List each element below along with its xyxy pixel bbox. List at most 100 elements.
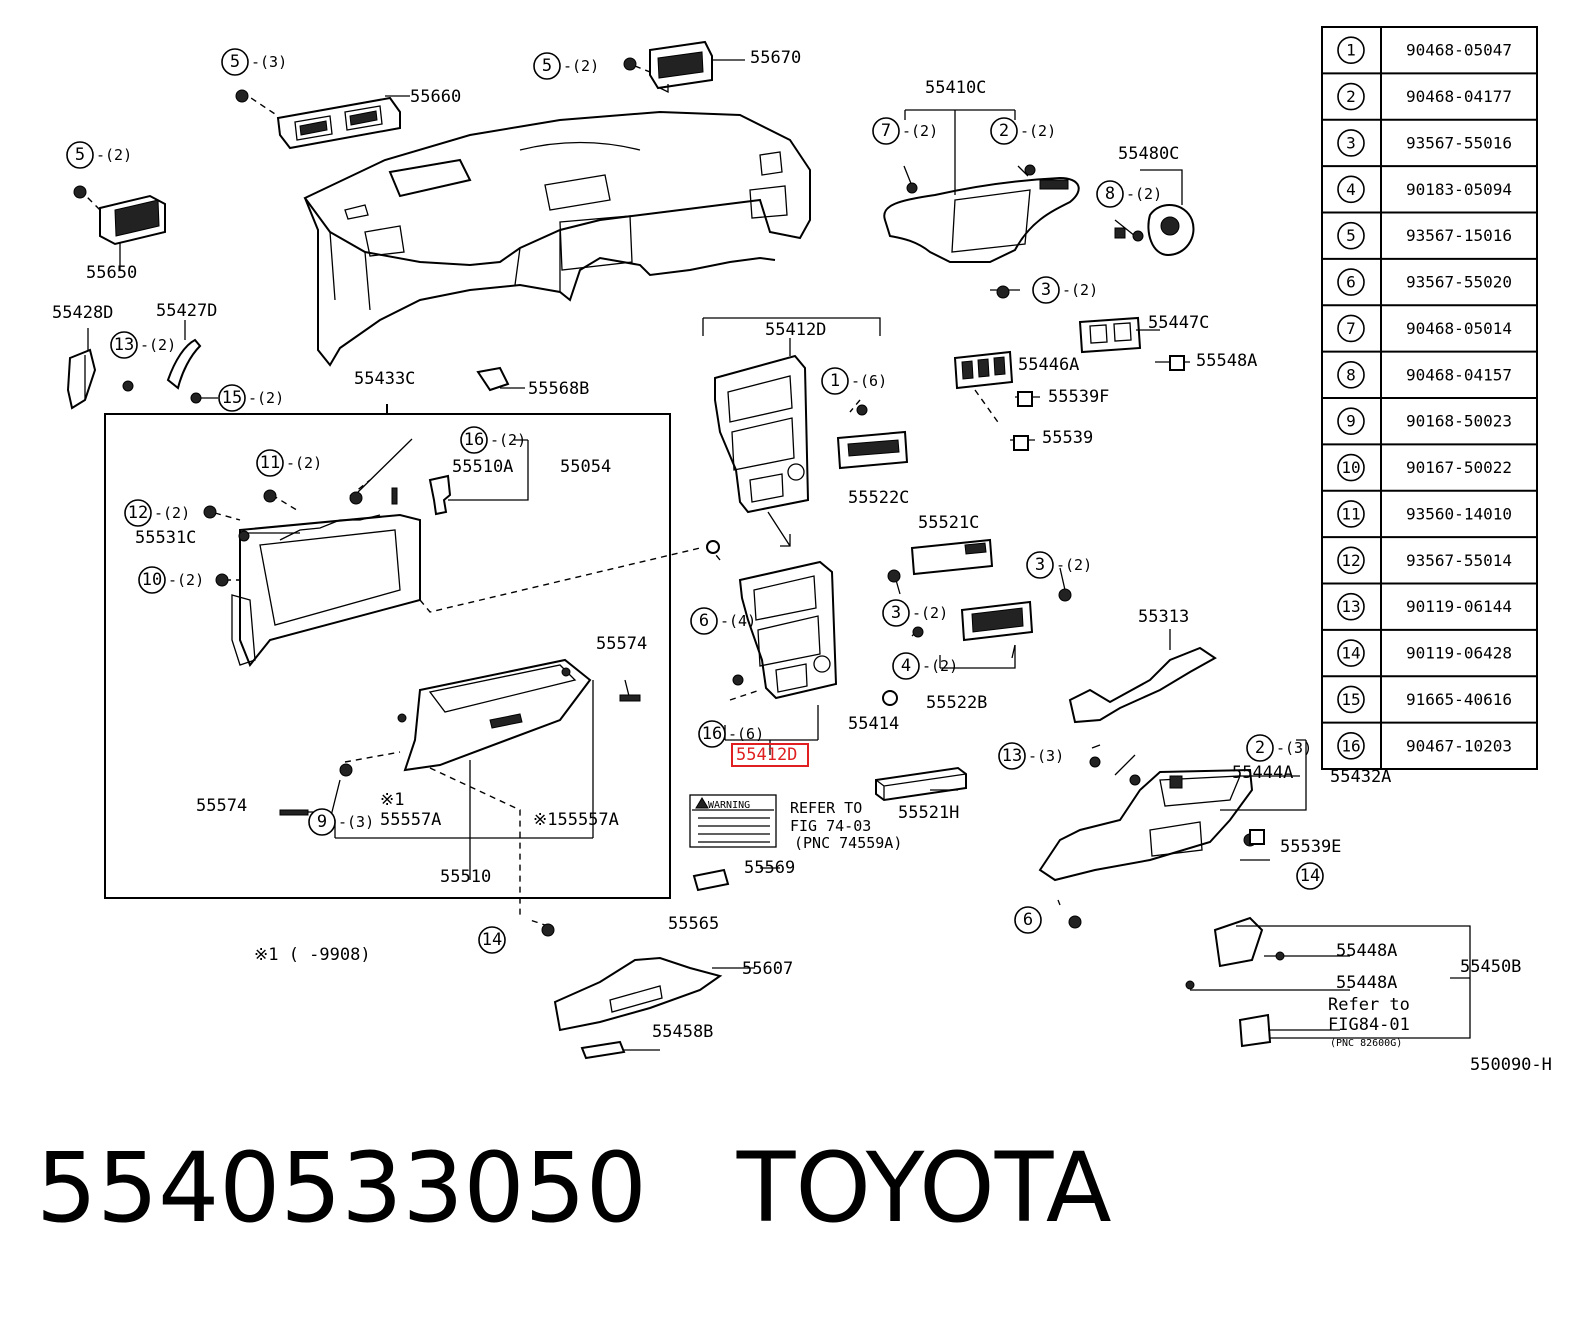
- pocket-55450B-drawing: [1213, 916, 1471, 1048]
- callout-quantity: -(2): [912, 604, 948, 622]
- fasteners: [73, 57, 1285, 990]
- label-p55510A: 55510A: [452, 457, 513, 477]
- legend-callout-number: 16: [1341, 736, 1360, 755]
- callout-number: 2: [1255, 738, 1265, 758]
- label-p55557A: 55557A: [380, 810, 441, 830]
- label-p155557A: ※155557A: [533, 810, 619, 830]
- legend-callout-circle: [1337, 314, 1365, 343]
- assembly-arrow: [767, 511, 791, 547]
- callout-quantity: -(2): [248, 389, 284, 407]
- label-p55414: 55414: [848, 714, 899, 734]
- legend-callout-number: 7: [1346, 319, 1356, 338]
- switch-55521H-drawing: [875, 766, 967, 802]
- label-p55480C: 55480C: [1118, 144, 1179, 164]
- legend-callout-circle: [1337, 732, 1365, 760]
- callout-quantity: -(6): [851, 372, 887, 390]
- callout-number: 5: [75, 145, 85, 165]
- callout-circle: [478, 926, 506, 954]
- callout-quantity: -(2): [922, 657, 958, 675]
- callout-number: 13: [1002, 746, 1022, 766]
- legend-callout-circle: [1337, 639, 1365, 667]
- label-p55446A: 55446A: [1018, 355, 1079, 375]
- glovebox-housing-drawing: [231, 513, 701, 667]
- label-p55539E: 55539E: [1280, 837, 1341, 857]
- callout-quantity: -(2): [140, 336, 176, 354]
- switch-55446A-drawing: [953, 350, 1014, 426]
- label-p55660: 55660: [410, 87, 461, 107]
- callout-number: 3: [1035, 555, 1045, 575]
- switch-55522C-drawing: [836, 430, 909, 470]
- callout-number: 14: [1300, 866, 1320, 886]
- legend-callout-number: 13: [1341, 597, 1360, 616]
- label-p55521H: 55521H: [898, 803, 959, 823]
- callout-circle: [308, 808, 336, 836]
- label-p55650: 55650: [86, 263, 137, 283]
- label-p55522C: 55522C: [848, 488, 909, 508]
- label-p55450B: 55450B: [1460, 957, 1521, 977]
- label-p55574b: 55574: [196, 796, 247, 816]
- label-p55569: 55569: [744, 858, 795, 878]
- vent-55670-drawing: [649, 40, 713, 94]
- footer-brand: TOYOTA: [736, 1132, 1112, 1244]
- legend-part-number: 90468-04157: [1406, 365, 1512, 384]
- callout-circle: [990, 117, 1018, 145]
- callout-circle: [66, 141, 94, 169]
- callout-number: 7: [881, 121, 891, 141]
- legend-callout-circle: [1337, 268, 1365, 296]
- callout-circle: [110, 331, 138, 359]
- legend-callout-number: 5: [1346, 226, 1356, 245]
- callout-circle: [1246, 734, 1274, 762]
- label-p55412D_top: 55412D: [765, 320, 826, 340]
- callouts-layer: 5-(3)5-(2)5-(2)7-(2)2-(2)8-(2)3-(2)13-(2…: [66, 48, 1324, 954]
- callout-circle: [218, 384, 246, 412]
- callout-circle: [1026, 551, 1054, 579]
- label-p55448A2: 55448A: [1336, 973, 1397, 993]
- callout-quantity: -(2): [154, 504, 190, 522]
- callout-quantity: -(2): [1126, 185, 1162, 203]
- warning-refer2: FIG 74-03: [790, 817, 871, 835]
- label-p55432A: 55432A: [1330, 767, 1391, 787]
- legend-callout-circle: [1337, 592, 1365, 621]
- legend-callout-number: 4: [1346, 180, 1356, 199]
- legend-part-number: 93567-55014: [1406, 551, 1512, 570]
- label-p55539: 55539: [1042, 428, 1093, 448]
- legend-callout-number: 9: [1346, 412, 1356, 431]
- callout-circle: [1032, 276, 1060, 304]
- bracket-55568B-drawing: [476, 366, 510, 392]
- callout-circle: [124, 499, 152, 527]
- callout-quantity: -(3): [338, 813, 374, 831]
- callout-quantity: -(3): [1028, 747, 1064, 765]
- callout-quantity: -(2): [1020, 122, 1056, 140]
- bracket-55565-drawing: [692, 868, 730, 892]
- callout-number: 1: [830, 371, 840, 391]
- callout-quantity: -(2): [1062, 281, 1098, 299]
- legend-part-number: 90119-06144: [1406, 597, 1512, 616]
- warning-title: WARNING: [708, 800, 750, 811]
- callout-number: 8: [1105, 184, 1115, 204]
- callout-circle: [1296, 862, 1324, 890]
- legend-part-number: 90119-06428: [1406, 644, 1512, 663]
- callout-circle: [821, 367, 849, 395]
- instrument-panel-drawing: [303, 110, 811, 367]
- callout-quantity: -(2): [563, 57, 599, 75]
- legend-part-number: 93567-55016: [1406, 133, 1512, 152]
- warning-refer1: REFER TO: [790, 799, 862, 817]
- callout-number: 6: [1023, 910, 1033, 930]
- legend-callout-circle: [1337, 500, 1365, 528]
- callout-number: 13: [114, 335, 134, 355]
- legend-callout-number: 8: [1346, 365, 1356, 384]
- vent-55650-drawing: [99, 194, 166, 246]
- switch-55521C-drawing: [910, 538, 994, 576]
- legend-callout-number: 12: [1341, 551, 1360, 570]
- label-p55054: 55054: [560, 457, 611, 477]
- callout-quantity: -(2): [96, 146, 132, 164]
- label-p55428D: 55428D: [52, 303, 113, 323]
- warning-refer3: (PNC 74559A): [794, 834, 902, 852]
- callout-number: 5: [542, 56, 552, 76]
- glove-box-door-drawing: [334, 658, 594, 918]
- switch-55447C-drawing: [1078, 316, 1142, 354]
- label-p55448A1: 55448A: [1336, 941, 1397, 961]
- callout-number: 14: [482, 930, 502, 950]
- callout-circle: [533, 52, 561, 80]
- label-p55531C: 55531C: [135, 528, 196, 548]
